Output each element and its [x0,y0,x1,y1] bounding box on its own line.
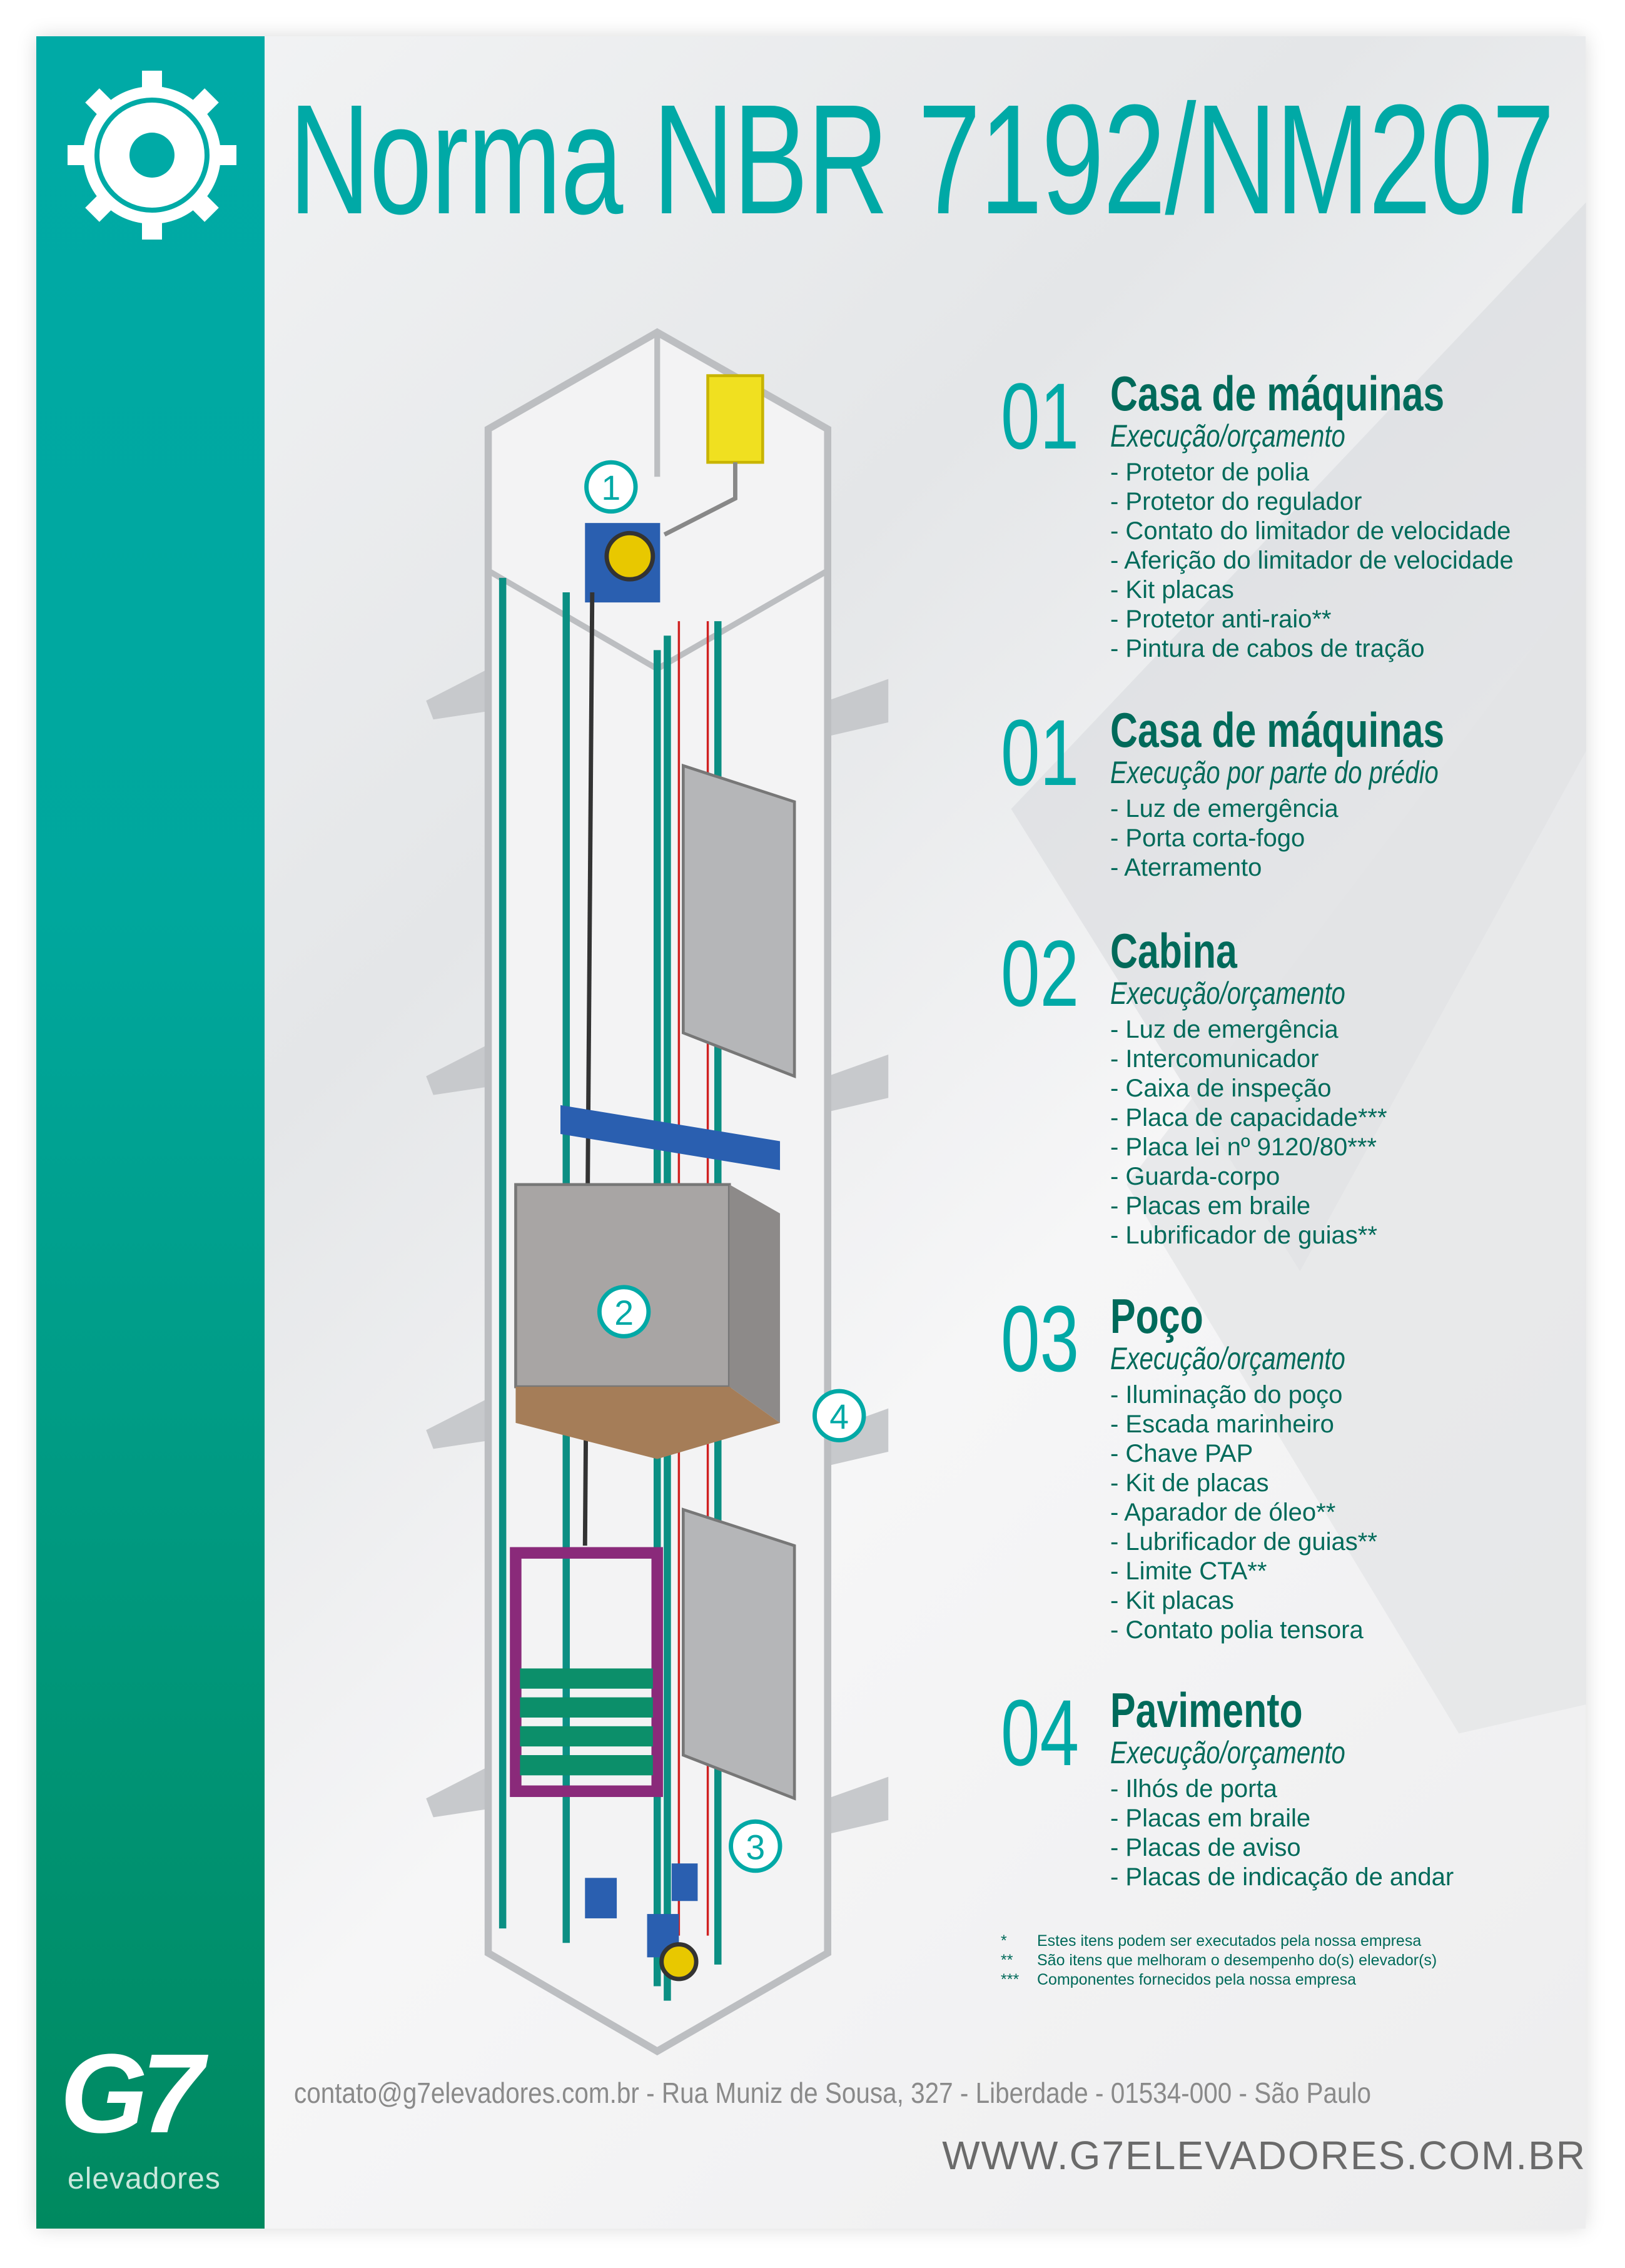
g7-logo: G7 [60,2031,204,2157]
list-item: - Pintura de cabos de tração [1110,635,1425,662]
website-link[interactable]: WWW.G7ELEVADORES.COM.BR [942,2133,1586,2178]
section-number: 01 [1001,363,1080,468]
list-item: - Porta corta-fogo [1110,824,1305,852]
section-subtitle: Execução/orçamento [1110,1341,1345,1376]
list-item: - Luz de emergência [1110,1016,1339,1043]
list-item: - Caixa de inspeção [1110,1075,1332,1102]
list-item: - Placas de indicação de andar [1110,1863,1454,1891]
section-subtitle: Execução/orçamento [1110,1735,1345,1770]
list-item: - Intercomunicador [1110,1045,1319,1073]
list-item: - Aparador de óleo** [1110,1499,1336,1526]
section-number: 02 [1001,921,1080,1026]
footnote: **São itens que melhoram o desempenho do… [1001,1952,1437,1969]
list-item: - Placas em braile [1110,1805,1311,1832]
list-item: - Kit placas [1110,1587,1234,1614]
list-item: - Limite CTA** [1110,1557,1267,1585]
list-item: - Contato polia tensora [1110,1616,1364,1644]
list-item: - Placas em braile [1110,1192,1311,1220]
list-item: - Lubrificador de guias** [1110,1222,1377,1249]
sidebar: G7 elevadores [36,36,265,2229]
footnotes: *Estes itens podem ser executados pela n… [1001,1931,1437,1990]
section-number: 03 [1001,1286,1080,1391]
section-number: 01 [1001,700,1080,805]
list-item: - Escada marinheiro [1110,1410,1334,1438]
footnote: *Estes itens podem ser executados pela n… [1001,1932,1422,1950]
contact-info: contato@g7elevadores.com.br - Rua Muniz … [294,2077,1372,2109]
section-heading: Casa de máquinas [1110,702,1445,757]
gear-icon [68,71,236,240]
list-item: - Iluminação do poço [1110,1381,1343,1409]
page-title: Norma NBR 7192/NM207 [289,72,1554,246]
list-item: - Contato do limitador de velocidade [1110,517,1511,545]
list-item: - Aferição do limitador de velocidade [1110,547,1514,574]
list-item: - Protetor de polia [1110,458,1309,486]
list-item: - Lubrificador de guias** [1110,1528,1377,1556]
list-item: - Aterramento [1110,854,1262,881]
list-item: - Guarda-corpo [1110,1163,1280,1190]
list-item: - Kit placas [1110,576,1234,604]
list-item: - Protetor do regulador [1110,488,1362,515]
list-item: - Placas de aviso [1110,1834,1301,1861]
list-item: - Placa de capacidade*** [1110,1104,1387,1131]
list-item: - Ilhós de porta [1110,1775,1277,1803]
section-number: 04 [1001,1680,1080,1785]
footnote: ***Componentes fornecidos pela nossa emp… [1001,1971,1357,1988]
list-item: - Protetor anti-raio** [1110,605,1332,633]
section-heading: Pavimento [1110,1683,1303,1738]
section-subtitle: Execução por parte do prédio [1110,755,1439,790]
list-item: - Kit de placas [1110,1469,1269,1497]
list-item: - Placa lei nº 9120/80*** [1110,1133,1377,1161]
section-heading: Casa de máquinas [1110,366,1445,421]
list-item: - Chave PAP [1110,1440,1253,1467]
list-item: - Luz de emergência [1110,795,1339,823]
section-heading: Cabina [1110,923,1237,978]
section-heading: Poço [1110,1288,1203,1344]
logo-subtitle: elevadores [68,2162,221,2195]
section-subtitle: Execução/orçamento [1110,976,1345,1011]
section-subtitle: Execução/orçamento [1110,418,1345,453]
